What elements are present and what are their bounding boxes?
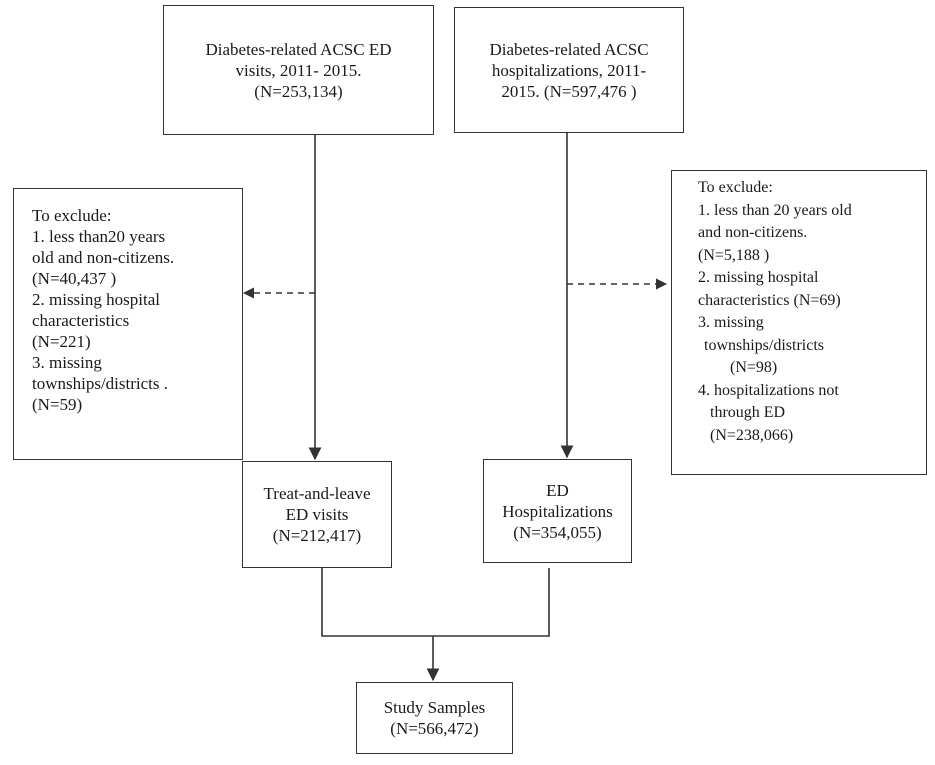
exclude-left-line: (N=40,437 )	[32, 269, 117, 288]
box-study-line: (N=566,472)	[390, 719, 479, 738]
box-ed-visits-line: (N=253,134)	[254, 81, 343, 101]
exclude-left-line: 3. missing	[32, 353, 102, 372]
exclude-left-line: old and non-citizens.	[32, 248, 175, 267]
exclude-right-line: To exclude:	[698, 179, 773, 196]
box-ed-hosp-line: Hospitalizations	[502, 501, 613, 521]
box-hospitalizations-line: 2015. (N=597,476 )	[501, 81, 637, 101]
exclude-right-line: (N=98)	[730, 359, 778, 376]
box-treat-leave: Treat-and-leave ED visits (N=212,417)	[242, 461, 392, 568]
box-study-line: Study Samples	[383, 698, 486, 717]
exclude-left-line: (N=221)	[32, 332, 91, 351]
box-ed-hosp-line: (N=354,055)	[513, 522, 602, 542]
box-study-samples: Study Samples (N=566,472)	[356, 682, 513, 754]
exclude-right-line: 2. missing hospital	[698, 269, 819, 286]
exclude-right-line: (N=5,188 )	[698, 246, 770, 264]
box-ed-visits-line: Diabetes-related ACSC ED	[205, 39, 392, 59]
box-hospitalizations-line: Diabetes-related ACSC	[489, 39, 649, 59]
box-treat-leave-line: Treat-and-leave	[263, 484, 371, 503]
exclude-right-line: 4. hospitalizations not	[698, 381, 839, 399]
exclude-right-line: characteristics (N=69)	[698, 291, 841, 309]
exclude-right-line: 3. missing	[698, 314, 764, 331]
box-treat-leave-line: ED visits	[285, 505, 349, 524]
exclude-right-line: through ED	[710, 404, 786, 421]
exclude-left-line: (N=59)	[32, 395, 83, 414]
exclude-left-line: To exclude:	[32, 206, 112, 225]
box-ed-visits: Diabetes-related ACSC ED visits, 2011- 2…	[163, 5, 434, 135]
exclude-right-line: 1. less than 20 years old	[698, 201, 852, 219]
exclude-right-line: townships/districts	[704, 336, 825, 354]
box-ed-hosp-line: ED	[546, 480, 569, 500]
exclude-left-line: characteristics	[32, 311, 130, 330]
exclude-left-line: townships/districts .	[32, 374, 169, 393]
box-ed-visits-line: visits, 2011- 2015.	[235, 60, 362, 80]
exclude-right-line: (N=238,066)	[710, 426, 794, 444]
box-hospitalizations: Diabetes-related ACSC hospitalizations, …	[454, 7, 684, 133]
box-treat-leave-line: (N=212,417)	[272, 526, 362, 545]
box-exclude-left: To exclude: 1. less than20 years old and…	[13, 188, 243, 460]
merge-connector	[321, 568, 550, 637]
box-exclude-right: To exclude: 1. less than 20 years old an…	[671, 170, 927, 475]
exclude-left-line: 1. less than20 years	[32, 227, 166, 246]
exclude-right-line: and non-citizens.	[698, 224, 808, 241]
box-ed-hospitalizations: ED Hospitalizations (N=354,055)	[483, 459, 632, 563]
box-hospitalizations-line: hospitalizations, 2011-	[491, 60, 647, 80]
exclude-left-line: 2. missing hospital	[32, 290, 160, 309]
